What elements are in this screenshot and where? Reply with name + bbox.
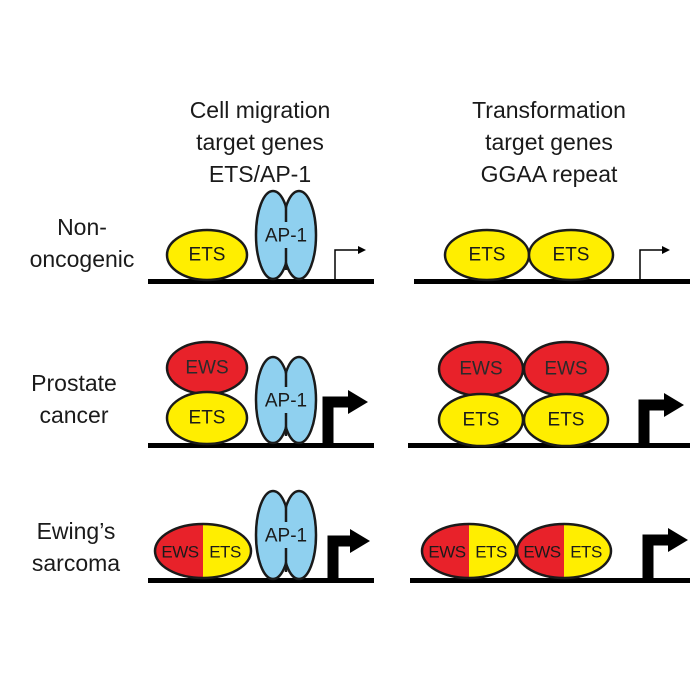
thick-arrow-icon	[638, 393, 684, 443]
row-label-line: Prostate	[31, 370, 117, 396]
column-header-line: target genes	[196, 129, 324, 155]
column-header-line: target genes	[485, 129, 613, 155]
row-label-line: sarcoma	[32, 550, 120, 576]
column-header-line: GGAA repeat	[481, 161, 618, 187]
panel-non-oncogenic-migration: ETS AP-1	[148, 189, 374, 284]
ets-shape	[527, 228, 615, 282]
ets-label: ETS	[463, 410, 500, 431]
ets-protein: ETS	[522, 392, 610, 448]
dna-strand	[408, 443, 690, 448]
dna-strand	[148, 279, 374, 284]
ets-label: ETS	[189, 245, 226, 266]
fusion-ews-label: EWS	[523, 543, 560, 562]
fusion-ews-label: EWS	[161, 543, 198, 562]
ets-shape	[522, 392, 610, 448]
column-header-transformation: Transformation target genes GGAA repeat	[472, 97, 626, 187]
ews-label: EWS	[544, 359, 587, 380]
column-header-line: Transformation	[472, 97, 626, 123]
ets-protein: ETS	[165, 390, 249, 446]
ap1-dimer: AP-1	[254, 489, 318, 581]
dna-strand	[410, 578, 690, 583]
fusion-ews-label: EWS	[428, 543, 465, 562]
ets-protein: ETS	[443, 228, 531, 282]
thick-arrow-icon	[327, 529, 370, 578]
ets-protein: ETS	[527, 228, 615, 282]
ets-protein: ETS	[437, 392, 525, 448]
column-header-cell-migration: Cell migration target genes ETS/AP-1	[190, 97, 331, 187]
row-label-ewings-sarcoma: Ewing’s sarcoma	[32, 518, 120, 576]
ews-protein: EWS	[165, 340, 249, 396]
dna-strand	[148, 443, 374, 448]
fusion-outline	[515, 522, 613, 580]
ews-ets-fusion-protein: EWS ETS	[515, 522, 613, 580]
fusion-ews-half	[422, 524, 469, 578]
row-label-prostate-cancer: Prostate cancer	[31, 370, 117, 428]
ap1-label-bg	[262, 522, 310, 548]
ap1-label: AP-1	[265, 526, 307, 547]
thin-arrow-icon	[334, 246, 366, 279]
ap1-label: AP-1	[265, 226, 307, 247]
ews-ets-fusion-protein: EWS ETS	[420, 522, 518, 580]
ews-protein: EWS	[522, 340, 610, 398]
ets-label: ETS	[469, 245, 506, 266]
panel-prostate-migration: EWS ETS AP-1	[148, 340, 374, 448]
column-header-line: Cell migration	[190, 97, 331, 123]
fusion-ews-half	[155, 524, 203, 578]
ews-label: EWS	[185, 358, 228, 379]
fusion-ets-label: ETS	[570, 543, 602, 562]
row-label-line: Ewing’s	[37, 518, 116, 544]
panel-ewing-transformation: EWS ETS EWS ETS	[410, 522, 690, 583]
fusion-ets-label: ETS	[475, 543, 507, 562]
fusion-ews-half	[517, 524, 564, 578]
ap1-label-bg	[262, 387, 310, 413]
ap1-label: AP-1	[265, 391, 307, 412]
row-label-line: Non-	[57, 214, 107, 240]
ap1-dimer: AP-1	[254, 189, 318, 281]
row-label-line: oncogenic	[30, 246, 135, 272]
thin-arrow-icon	[639, 246, 670, 279]
row-label-line: cancer	[39, 402, 108, 428]
fusion-ets-label: ETS	[209, 543, 241, 562]
fusion-ets-half	[203, 524, 251, 578]
column-header-line: ETS/AP-1	[209, 161, 311, 187]
ets-shape	[165, 228, 249, 282]
dna-strand	[148, 578, 374, 583]
ets-protein: ETS	[165, 228, 249, 282]
ap1-dimer: AP-1	[254, 355, 318, 445]
ews-ets-fusion-protein: EWS ETS	[153, 522, 253, 580]
fusion-outline	[153, 522, 253, 580]
ews-label: EWS	[459, 359, 502, 380]
thick-arrow-icon	[322, 390, 368, 443]
thick-arrow-icon	[642, 528, 688, 578]
ets-label: ETS	[548, 410, 585, 431]
row-label-non-oncogenic: Non- oncogenic	[30, 214, 135, 272]
panel-non-oncogenic-transformation: ETS ETS	[414, 228, 690, 284]
ap1-label-bg	[262, 222, 310, 248]
panel-prostate-transformation: EWS ETS EWS ETS	[408, 340, 690, 448]
dna-strand	[414, 279, 690, 284]
fusion-ets-half	[564, 524, 611, 578]
panel-ewing-migration: EWS ETS AP-1	[148, 489, 374, 583]
ets-shape	[165, 390, 249, 446]
ews-protein: EWS	[437, 340, 525, 398]
ets-label: ETS	[553, 245, 590, 266]
ets-label: ETS	[189, 408, 226, 429]
fusion-ets-half	[469, 524, 516, 578]
